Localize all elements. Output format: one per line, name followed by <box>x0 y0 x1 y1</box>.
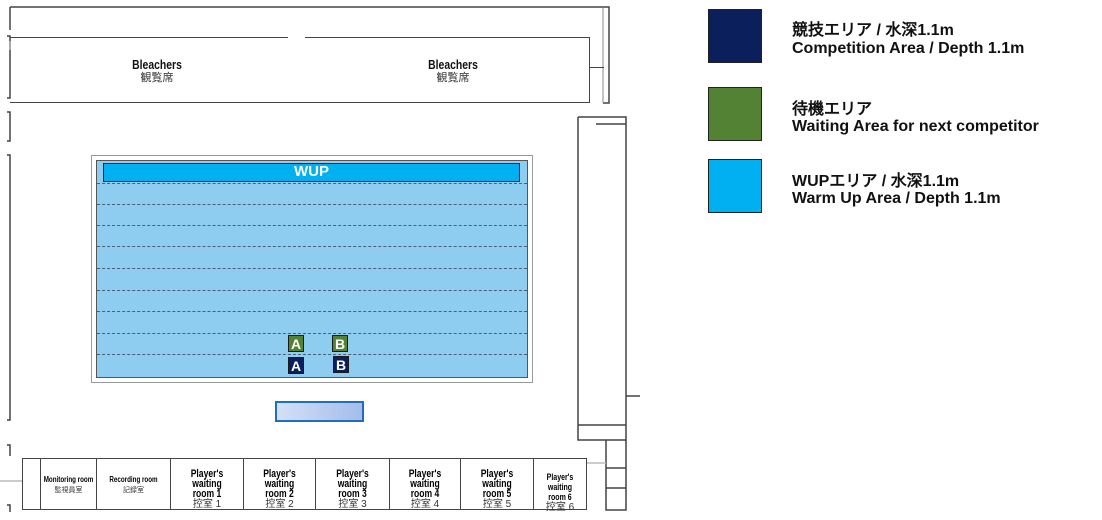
legend-competition-en: Competition Area / Depth 1.1m <box>792 40 1025 57</box>
waiting-marker-b: B <box>332 335 348 352</box>
waiting-marker-a: A <box>288 335 304 352</box>
bleachers-en: Bleachers <box>428 57 478 72</box>
room-jp-label: 記録室 <box>123 487 144 494</box>
lane-line <box>97 225 527 226</box>
bleachers-jp: 観覧席 <box>436 72 470 84</box>
judge-platform <box>275 401 364 422</box>
room-en-label: Player's waiting room 4 <box>408 468 442 500</box>
room-en-label: Player's waiting room 3 <box>336 468 369 500</box>
legend-swatch-wup <box>708 159 762 213</box>
lane-line <box>97 183 527 184</box>
bleachers-en: Bleachers <box>132 57 182 72</box>
room-jp-label: 控室 2 <box>265 499 294 510</box>
room-entry <box>22 458 41 510</box>
competition-marker-b: B <box>333 356 349 373</box>
room-waiting-1: Player's waiting room 1 控室 1 <box>170 458 244 510</box>
legend-competition-jp: 競技エリア / 水深1.1m <box>792 22 954 39</box>
building-walls <box>0 6 640 512</box>
room-en-label: Player's waiting room 6 <box>546 472 574 502</box>
room-waiting-5: Player's waiting room 5 控室 5 <box>460 458 534 510</box>
bleachers-jp: 観覧席 <box>140 72 174 84</box>
room-jp-label: 控室 4 <box>410 499 440 510</box>
room-jp-label: 控室 6 <box>545 502 575 513</box>
room-waiting-4: Player's waiting room 4 控室 4 <box>389 458 461 510</box>
lane-line <box>97 204 527 205</box>
competition-marker-a: A <box>288 357 304 374</box>
room-recording: Recording room 記録室 <box>96 458 171 510</box>
pool-water <box>96 160 528 378</box>
legend-swatch-waiting <box>708 87 762 141</box>
bleachers-connector <box>590 67 604 68</box>
room-en-label: Monitoring room <box>43 475 94 484</box>
bleachers-gap <box>288 35 305 39</box>
room-jp-label: 控室 3 <box>338 499 367 510</box>
room-waiting-3: Player's waiting room 3 控室 3 <box>315 458 390 510</box>
room-jp-label: 控室 5 <box>482 499 512 510</box>
bleachers-area <box>10 37 590 103</box>
lane-line <box>97 333 527 334</box>
room-jp-label: 監視員室 <box>54 487 83 494</box>
room-en-label: Player's waiting room 2 <box>263 468 296 500</box>
lane-line <box>97 268 527 269</box>
legend-waiting-jp: 待機エリア <box>792 101 873 118</box>
lane-line <box>97 354 527 355</box>
room-waiting-2: Player's waiting room 2 控室 2 <box>243 458 316 510</box>
room-jp-label: 控室 1 <box>192 499 222 510</box>
wup-lane: WUP <box>103 163 520 182</box>
lane-line <box>97 246 527 247</box>
lane-line <box>97 290 527 291</box>
room-en-label: Player's waiting room 1 <box>190 468 224 500</box>
legend-wup-en: Warm Up Area / Depth 1.1m <box>792 190 1001 207</box>
legend-wup-jp: WUPエリア / 水深1.1m <box>792 173 960 190</box>
lane-line <box>97 311 527 312</box>
room-en-label: Recording room <box>109 475 158 484</box>
bleachers-right-label: Bleachers 観覧席 <box>403 58 503 85</box>
room-waiting-6: Player's waiting room 6 控室 6 <box>533 458 587 513</box>
room-en-label: Player's waiting room 5 <box>480 468 514 500</box>
legend-waiting-en: Waiting Area for next competitor <box>792 118 1039 135</box>
bleachers-left-label: Bleachers 観覧席 <box>107 58 207 85</box>
legend-swatch-competition <box>708 9 762 63</box>
